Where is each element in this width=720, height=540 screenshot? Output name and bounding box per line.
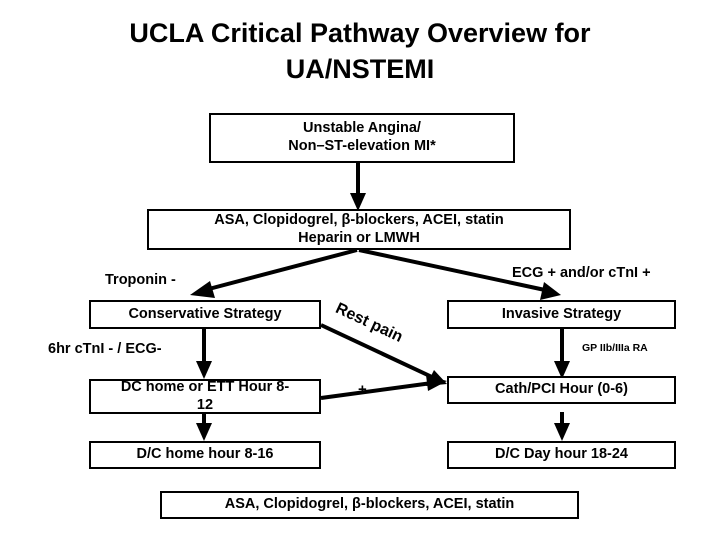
node-dc-day-hour-label: D/C Day hour 18-24: [495, 446, 628, 463]
node-initial-meds-line1: ASA, Clopidogrel, β-blockers, ACEI, stat…: [214, 211, 504, 228]
page-title-line1: UCLA Critical Pathway Overview for: [129, 18, 591, 48]
node-cath-pci: Cath/PCI Hour (0-6): [447, 376, 676, 404]
edge-label-plus: +: [358, 381, 367, 398]
arrowhead-invasive-to-cath: [554, 361, 570, 379]
node-discharge-meds: ASA, Clopidogrel, β-blockers, ACEI, stat…: [160, 491, 579, 519]
node-presentation: Unstable Angina/ Non–ST-elevation MI*: [209, 113, 515, 163]
arrowhead-meds-to-invasive: [540, 282, 561, 300]
edge-label-gp-iib-iiia-ra: GP IIb/IIIa RA: [582, 342, 648, 354]
page-title: UCLA Critical Pathway Overview for UA/NS…: [0, 16, 720, 87]
edge-label-ecg-ctni-positive: ECG + and/or cTnI +: [512, 265, 651, 281]
arrow-rest-pain-to-cath: [320, 323, 433, 379]
node-dc-home-or-ett: DC home or ETT Hour 8- 12: [89, 379, 321, 414]
node-invasive-strategy: Invasive Strategy: [447, 300, 676, 329]
node-dc-home-hour-label: D/C home hour 8-16: [136, 446, 274, 463]
arrowhead-plus-to-cath: [426, 375, 447, 391]
node-initial-meds: ASA, Clopidogrel, β-blockers, ACEI, stat…: [147, 209, 571, 250]
arrow-plus-to-cath: [320, 381, 433, 400]
node-dc-home-or-ett-line1: DC home or ETT Hour 8-: [120, 378, 290, 395]
node-presentation-line2: Non–ST-elevation MI*: [288, 138, 436, 154]
node-conservative-strategy: Conservative Strategy: [89, 300, 321, 329]
node-invasive-strategy-label: Invasive Strategy: [501, 305, 622, 322]
page-title-line2: UA/NSTEMI: [285, 53, 435, 84]
edge-label-troponin-negative: Troponin -: [105, 272, 176, 288]
arrow-meds-to-conservative: [204, 248, 358, 292]
node-dc-home-or-ett-line2: 12: [196, 396, 214, 413]
arrow-meds-to-invasive: [358, 248, 546, 292]
node-presentation-line1: Unstable Angina/: [303, 120, 421, 137]
node-dc-day-hour: D/C Day hour 18-24: [447, 441, 676, 469]
arrowhead-cath-to-dcday: [554, 423, 570, 441]
arrowhead-ett-to-dchome: [196, 423, 212, 441]
node-initial-meds-line2: Heparin or LMWH: [298, 229, 420, 246]
arrowhead-meds-to-conservative: [190, 281, 215, 298]
node-dc-home-hour: D/C home hour 8-16: [89, 441, 321, 469]
node-discharge-meds-label: ASA, Clopidogrel, β-blockers, ACEI, stat…: [224, 496, 515, 513]
edge-label-6hr-ctni-ecg-negative: 6hr cTnI - / ECG-: [48, 341, 162, 357]
node-conservative-strategy-label: Conservative Strategy: [128, 305, 282, 322]
arrowhead-conservative-to-ett: [196, 361, 212, 379]
node-cath-pci-label: Cath/PCI Hour (0-6): [495, 381, 628, 398]
arrowhead-presentation-to-meds: [350, 193, 366, 211]
